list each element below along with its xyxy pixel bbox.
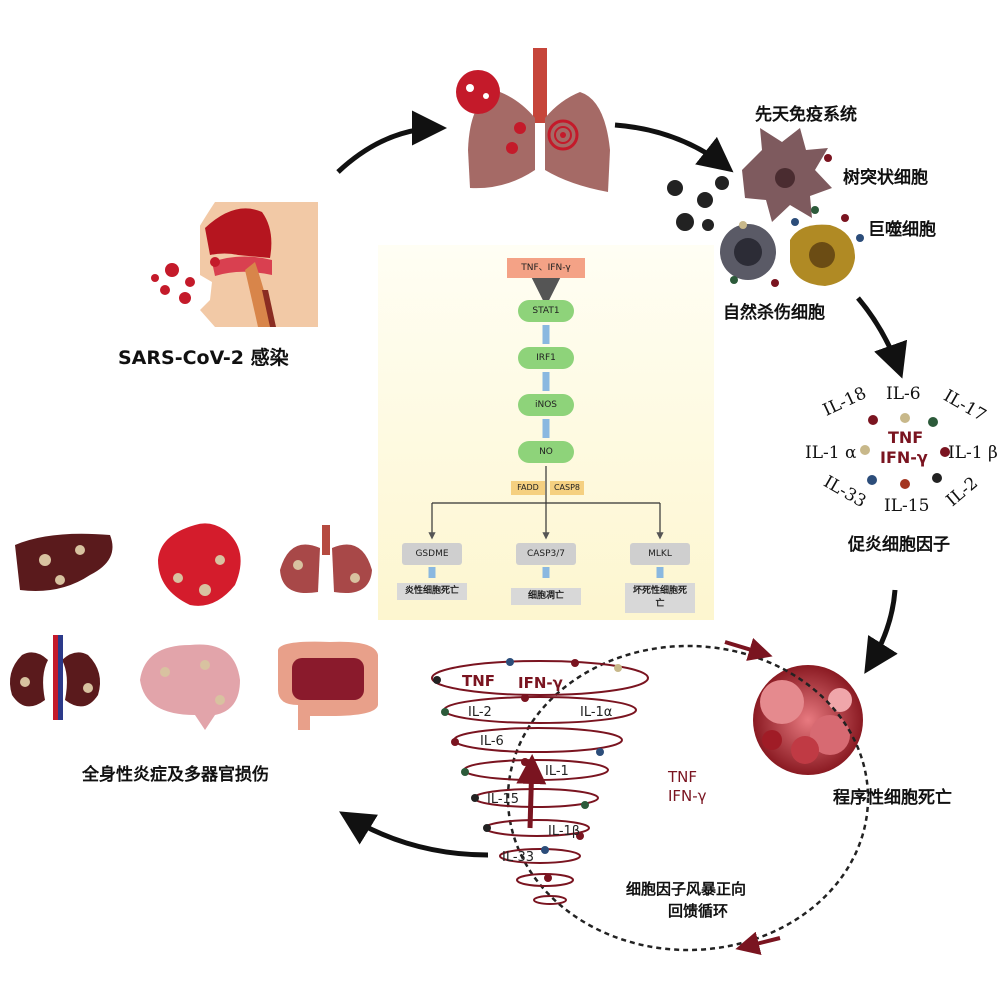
tornado-tnf: TNF — [462, 672, 496, 690]
head-illustration — [188, 202, 318, 327]
immune-cells-illustration — [720, 128, 855, 286]
virus-cluster-immune — [667, 176, 729, 231]
arrow-immune-to-cytokines — [856, 296, 908, 379]
tornado-il15: IL-15 — [487, 792, 520, 807]
label-pcd: 程序性细胞死亡 — [833, 788, 952, 808]
label-storm-line1: 细胞因子风暴正向 — [626, 880, 747, 898]
dying-cells-illustration — [753, 665, 863, 775]
organ-lungs — [280, 525, 372, 594]
flow-out-pyroptosis: 炎性细胞死亡 — [397, 583, 467, 600]
ring-il1a: IL-1 α — [805, 443, 857, 463]
flow-out-necroptosis: 坏死性细胞死亡 — [625, 583, 695, 613]
tornado-up-arrow — [516, 754, 547, 829]
organ-brain — [140, 644, 240, 730]
arrow-cytokines-to-pcd — [864, 589, 898, 674]
flow-stat1: STAT1 — [518, 300, 574, 322]
tornado-il1b: IL-1β — [548, 824, 581, 839]
tornado-il2: IL-2 — [468, 705, 492, 720]
immune-dots — [730, 154, 864, 287]
flow-no: NO — [518, 441, 574, 463]
flow-mlkl: MLKL — [630, 543, 690, 565]
label-storm-line2: 回馈循环 — [668, 902, 729, 920]
label-dendritic: 树突状细胞 — [843, 168, 928, 188]
ring-tnf: TNF — [888, 428, 924, 447]
flow-arrows — [428, 264, 664, 578]
virus-cluster-mouth — [151, 257, 220, 304]
cytokine-ring-dots — [860, 413, 950, 489]
organ-heart — [158, 523, 241, 606]
tornado-il33: IL-33 — [502, 850, 535, 865]
flow-irf1: IRF1 — [518, 347, 574, 369]
arrow-infection-to-lung — [336, 110, 447, 174]
flow-inos: iNOS — [518, 394, 574, 416]
ring-il15: IL-15 — [884, 496, 930, 516]
label-proinflammatory: 促炎细胞因子 — [848, 535, 950, 555]
ring-ifn: IFN-γ — [880, 448, 928, 467]
loop-tnf: TNF — [668, 768, 698, 786]
feedback-loop — [506, 637, 870, 955]
lungs-illustration — [468, 48, 610, 192]
tornado-il6: IL-6 — [480, 734, 504, 749]
label-nk-cells: 自然杀伤细胞 — [723, 303, 825, 323]
organ-intestines — [278, 641, 378, 730]
label-innate-immune: 先天免疫系统 — [755, 105, 857, 125]
organ-liver — [15, 533, 113, 591]
ring-il6: IL-6 — [886, 384, 921, 404]
tornado-il1: IL-1 — [545, 764, 569, 779]
tornado-il1a: IL-1α — [580, 705, 613, 720]
flow-out-apoptosis: 细胞凋亡 — [511, 588, 581, 605]
tornado-ifn: IFN-γ — [518, 674, 563, 692]
label-macrophage: 巨噬细胞 — [868, 220, 936, 240]
organ-kidneys — [9, 635, 101, 720]
flow-fadd: FADD — [511, 481, 545, 495]
label-infection: SARS-CoV-2 感染 — [118, 347, 289, 369]
flow-top-box: TNF、IFN-γ — [507, 258, 585, 278]
tornado-rings — [431, 660, 649, 905]
flow-casp37: CASP3/7 — [516, 543, 576, 565]
arrow-tornado-to-organs — [339, 811, 489, 858]
arrow-lung-to-immune — [614, 122, 734, 173]
coronavirus-large — [456, 70, 526, 154]
flow-casp8: CASP8 — [550, 481, 584, 495]
loop-ifn: IFN-γ — [668, 787, 707, 805]
flow-gsdme: GSDME — [402, 543, 462, 565]
ring-il1b: IL-1 β — [948, 443, 998, 463]
tornado-dots — [433, 658, 622, 882]
label-systemic: 全身性炎症及多器官损伤 — [82, 765, 269, 785]
